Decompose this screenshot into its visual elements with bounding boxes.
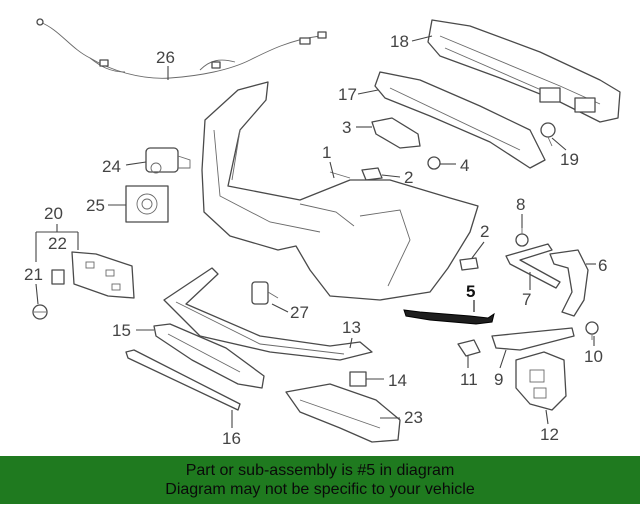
callout-13: 13 [342,318,361,337]
part-24-sensor [145,147,191,174]
parts-diagram: 26 18 17 19 3 4 2 [24,18,621,448]
part-1-bumper-cover [201,81,479,301]
callout-6: 6 [598,256,607,275]
callout-4: 4 [460,156,469,175]
callout-2b: 2 [480,222,489,241]
callout-24: 24 [102,157,121,176]
callout-8: 8 [516,195,525,214]
leader-2b [471,241,485,259]
callout-7: 7 [522,290,531,309]
part-17-absorber [374,71,546,169]
callout-14: 14 [388,371,407,390]
part-15-lower-grille [153,323,265,389]
leader-17 [357,89,379,95]
callout-18: 18 [390,32,409,51]
info-banner: Part or sub-assembly is #5 in diagram Di… [0,456,640,504]
part-23-under-cover [285,383,401,443]
part-27-sensor [251,281,279,305]
part-16-strip [125,349,241,411]
leader-12 [545,409,549,425]
part-10-clip [585,321,599,340]
leader-24 [125,161,147,166]
leader-9 [499,349,507,369]
part-26-wiring-harness [36,18,327,79]
part-13-lower-spoiler [163,267,373,361]
callout-9: 9 [494,370,503,389]
part-9-trim [491,327,575,351]
part-21-screw [32,304,48,320]
callout-19: 19 [560,150,579,169]
callout-12: 12 [540,425,559,444]
leader-21 [35,283,39,305]
part-2-screw-upper [361,167,383,181]
callout-20: 20 [44,204,63,223]
part-2-screw-lower [459,257,479,271]
callout-26: 26 [156,48,175,67]
part-19-clip [540,122,556,147]
callout-22: 22 [48,234,67,253]
leader-19 [551,137,567,151]
leader-13 [349,337,353,349]
part-11-clip [457,339,481,357]
callout-17: 17 [338,85,357,104]
banner-line-2: Diagram may not be specific to your vehi… [165,481,475,498]
callout-16: 16 [222,429,241,448]
part-3-bracket [371,117,421,149]
part-4-clip [427,156,441,170]
part-22-bracket [51,251,135,299]
part-25-sensor-holder [125,185,169,223]
callout-10: 10 [584,347,603,366]
callout-23: 23 [404,408,423,427]
leader-18 [411,35,433,42]
callout-27: 27 [290,303,309,322]
part-8-clip [515,228,529,247]
callout-3: 3 [342,118,351,137]
part-6-side-bracket [549,249,589,317]
banner-line-1: Part or sub-assembly is #5 in diagram [185,462,455,479]
callout-25: 25 [86,196,105,215]
leader-20 [35,224,79,262]
part-12-bracket [515,351,567,411]
callout-15: 15 [112,321,131,340]
leader-27 [271,303,289,313]
part-7-moulding [505,243,561,289]
callout-2a: 2 [404,168,413,187]
callout-1: 1 [322,143,331,162]
callout-11: 11 [460,370,478,389]
leader-1 [329,161,335,179]
callout-5: 5 [466,282,475,301]
leader-2a [381,174,401,178]
part-5-highlighted [403,309,495,325]
part-14-clip [349,371,367,387]
part-18-reinforcement [427,19,621,123]
callout-21: 21 [24,265,43,284]
